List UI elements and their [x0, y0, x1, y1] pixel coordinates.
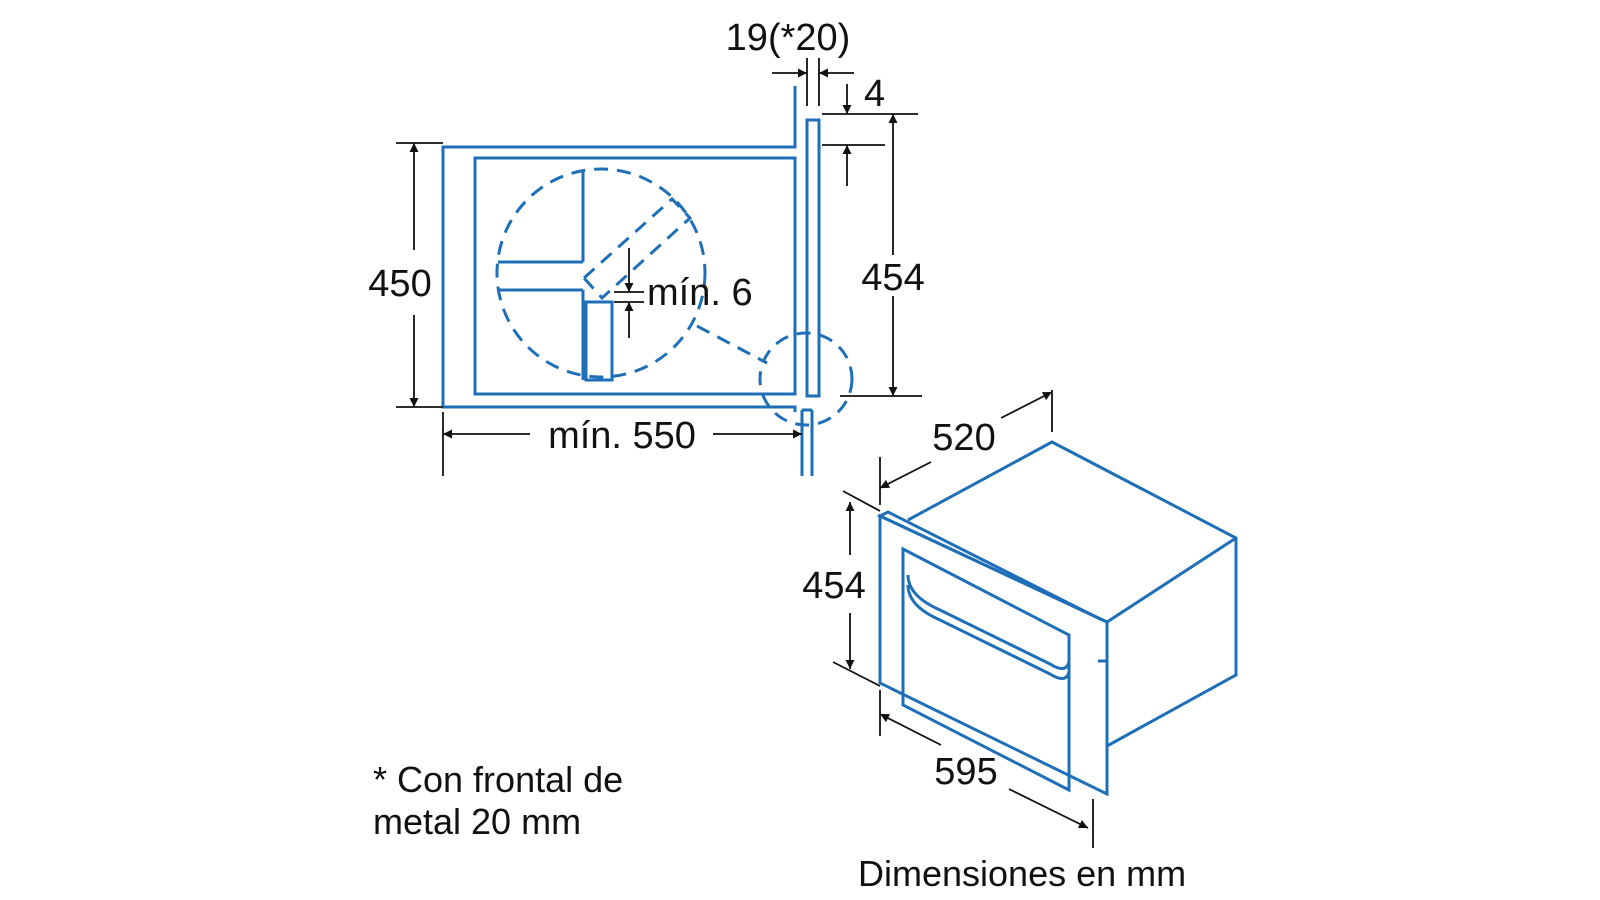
label-min-depth: mín. 550 — [548, 415, 696, 457]
appliance-front-panel — [805, 118, 821, 398]
label-min-gap: mín. 6 — [647, 272, 753, 314]
door-handle — [906, 574, 1071, 670]
detail-circle-large — [495, 167, 707, 379]
footnote-line-1: * Con frontal de — [373, 759, 623, 800]
appliance-body — [907, 440, 1238, 748]
detail-magnifier — [495, 167, 854, 427]
appliance-housing — [473, 156, 797, 396]
detail-circle-small — [758, 331, 854, 427]
footnote-line-2: metal 20 mm — [373, 801, 581, 842]
units-caption: Dimensiones en mm — [858, 853, 1186, 894]
appliance-3d-view — [876, 440, 1238, 797]
dimension-lines-3d — [832, 390, 1094, 848]
label-front-offset: 4 — [864, 73, 885, 115]
appliance-door — [901, 546, 1071, 793]
dimension-lines-side — [396, 58, 922, 476]
side-section-view — [441, 86, 821, 476]
label-appliance-width: 595 — [934, 751, 997, 793]
label-gap-top: 19(*20) — [726, 17, 851, 59]
label-appliance-depth: 520 — [932, 417, 995, 459]
label-appliance-height: 454 — [802, 565, 865, 607]
cabinet-outline — [441, 86, 797, 412]
label-opening-height: 454 — [861, 257, 924, 299]
label-cabinet-height: 450 — [368, 263, 431, 305]
